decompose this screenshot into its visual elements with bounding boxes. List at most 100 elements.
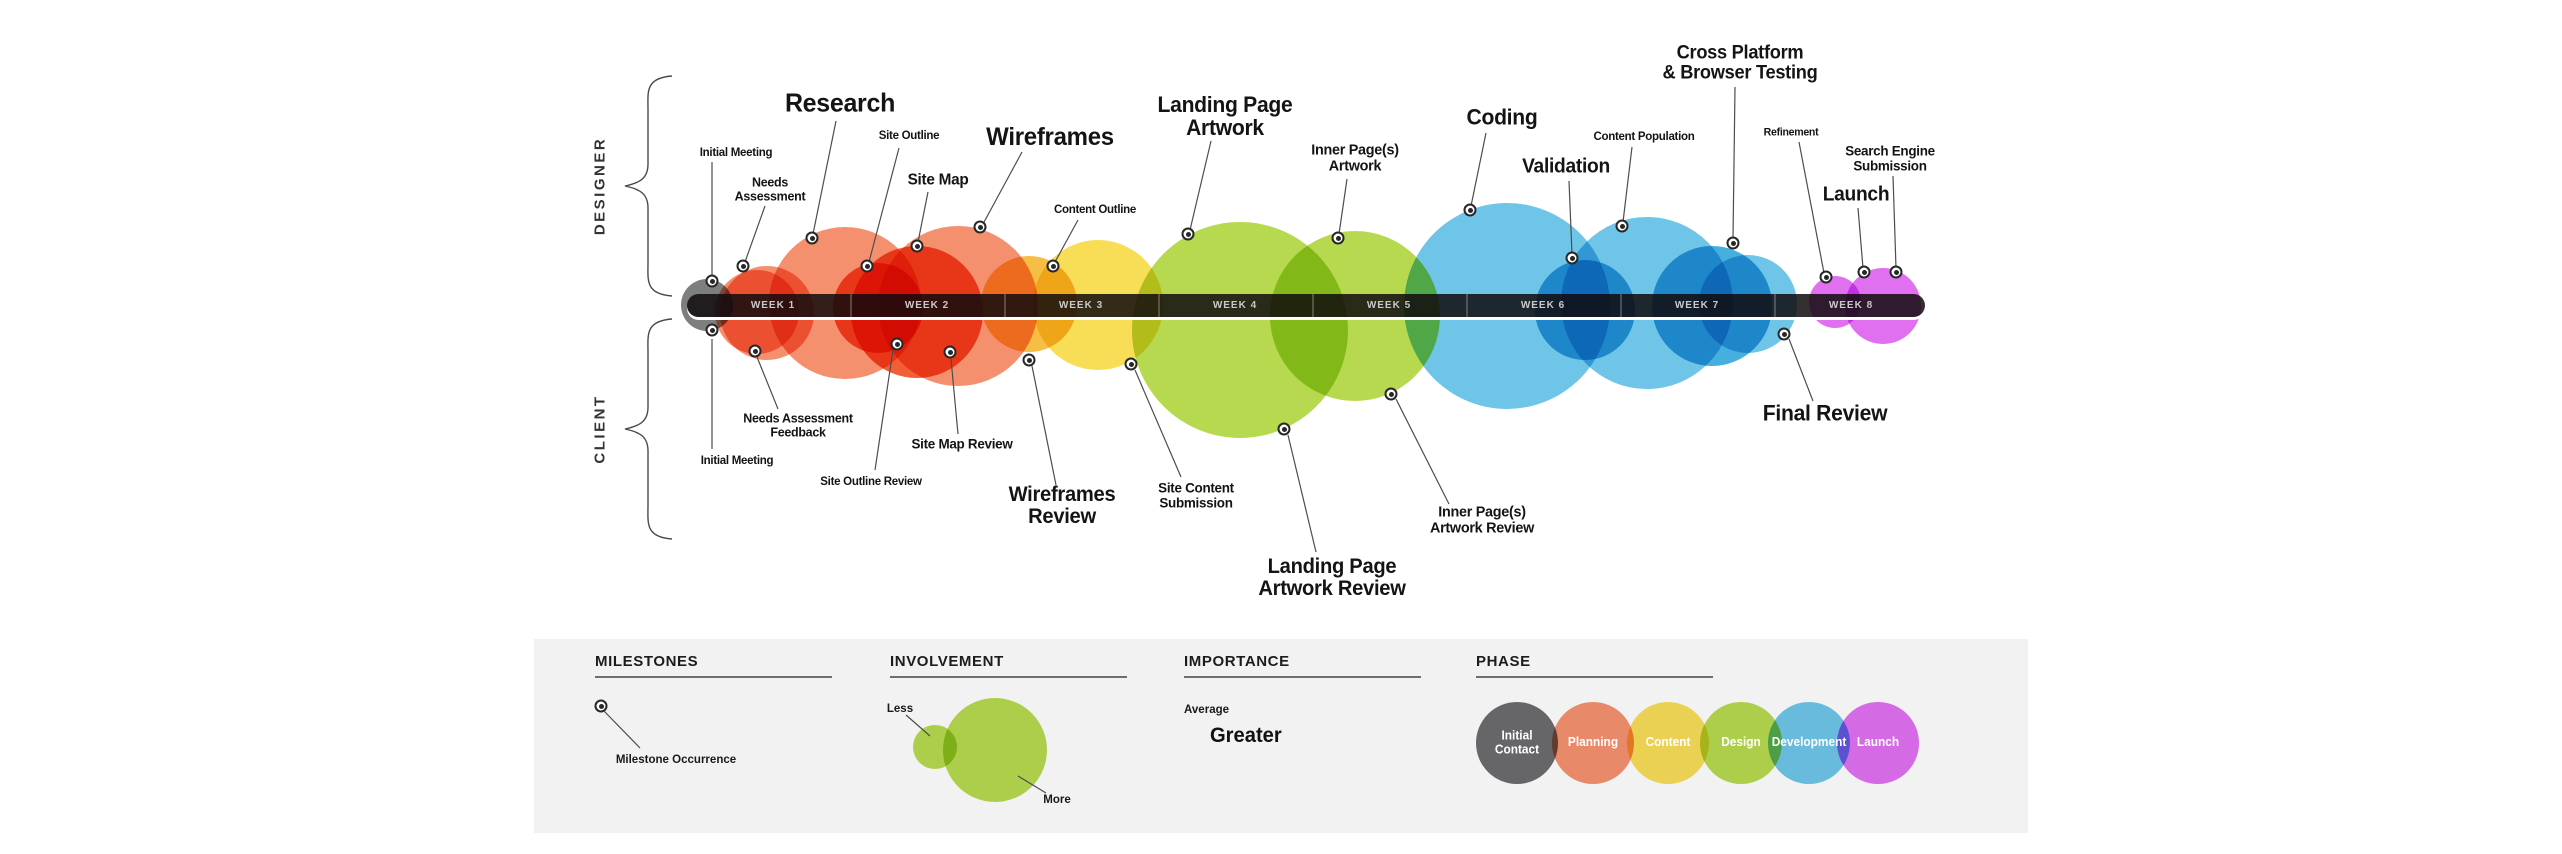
phase-circle-content [1627,702,1709,784]
week-separator [1158,294,1160,317]
milestone-label-site-outline: Site Outline [878,127,940,142]
phase-label-development: Development [1771,735,1847,750]
leader-wireframes-review [1031,365,1057,486]
milestone-dot-wireframes [973,220,987,234]
milestone-dot-initial-meeting-client [705,323,719,337]
involvement-more-label: More [1043,792,1071,806]
milestone-label-launch: Launch [1822,183,1890,206]
milestone-label-inner-pages-artwork-review: Inner Page(s)Artwork Review [1429,503,1535,536]
milestone-dot-wireframes-review [1022,353,1036,367]
phase-circle-initial-contact [1476,702,1558,784]
client-lane-label: CLIENT [591,394,609,464]
involvement-circle-more [943,698,1047,802]
milestone-dot-needs-assessment-feedback [748,344,762,358]
milestone-label-final-review: Final Review [1762,400,1888,426]
week-separator [1620,294,1622,317]
milestone-dot-inner-pages-artwork-review [1384,387,1398,401]
milestone-label-initial-meeting-client: Initial Meeting [700,452,774,467]
phase-circle-development [1768,702,1850,784]
milestone-label-validation: Validation [1522,155,1610,178]
leader-cross-platform-testing [1732,86,1736,240]
leader-needs-assessment-feedback [756,356,779,410]
leader-coding [1470,132,1487,207]
milestone-label-cross-platform-testing: Cross Platform& Browser Testing [1662,42,1818,83]
milestone-dot-coding [1463,203,1477,217]
milestone-dot-cross-platform-testing [1726,236,1740,250]
legend-panel: MILESTONES Milestone Occurrence INVOLVEM… [534,639,2028,833]
leader-research [812,120,837,235]
brace-designer [624,75,673,297]
involvement-less-label: Less [886,701,914,715]
week-label-2: WEEK 2 [904,300,950,311]
leader-landing-page-artwork [1189,140,1212,231]
legend-importance-underline [1184,676,1421,678]
legend-milestones-underline [595,676,832,678]
phase-label-planning: Planning [1567,735,1619,750]
legend-milestone-dot [594,699,608,713]
leader-needs-assessment [744,205,766,263]
milestone-dot-inner-pages-artwork [1331,231,1345,245]
milestone-label-wireframes: Wireframes [986,123,1114,151]
leader-search-engine-submission [1892,175,1897,269]
week-label-8: WEEK 8 [1828,300,1874,311]
phase-label-design: Design [1721,735,1761,750]
week-label-3: WEEK 3 [1058,300,1104,311]
importance-average-label: Average [1184,702,1230,716]
leader-wireframes [982,151,1023,225]
milestone-label-site-map: Site Map [907,171,969,189]
milestone-label-initial-meeting: Initial Meeting [699,144,773,159]
importance-greater-label: Greater [1210,724,1282,747]
week-label-6: WEEK 6 [1520,300,1566,311]
milestone-dot-site-outline [860,259,874,273]
week-separator [1004,294,1006,317]
legend-phase-underline [1476,676,1713,678]
week-separator [1466,294,1468,317]
brace-client [624,318,673,540]
milestone-label-content-outline: Content Outline [1053,201,1137,216]
legend-phase-header: PHASE [1476,653,1531,670]
milestone-label-site-map-review: Site Map Review [911,435,1013,452]
leader-refinement [1798,141,1825,274]
leader-final-review [1788,338,1814,402]
phase-circle-planning [1552,702,1634,784]
milestone-dot-site-map-review [943,345,957,359]
milestone-dot-site-content-submission [1124,357,1138,371]
milestone-label-research: Research [784,87,896,118]
milestone-dot-content-population [1615,219,1629,233]
milestone-label-site-outline-review: Site Outline Review [820,473,922,488]
designer-lane-label: DESIGNER [591,136,609,236]
phase-circle-launch [1837,702,1919,784]
leader-inner-pages-artwork [1338,178,1348,235]
timeline-bar [687,294,1925,317]
legend-milestones-header: MILESTONES [595,653,699,670]
milestone-dot-landing-page-artwork-review [1277,422,1291,436]
milestone-dot-final-review [1777,327,1791,341]
week-label-1: WEEK 1 [750,300,796,311]
milestone-label-refinement: Refinement [1763,126,1819,139]
leader-content-population [1622,146,1633,223]
week-separator [1312,294,1314,317]
milestone-occurrence-label: Milestone Occurrence [615,752,737,766]
milestone-dot-content-outline [1046,259,1060,273]
milestone-dot-needs-assessment [736,259,750,273]
phase-label-launch: Launch [1856,735,1900,750]
week-separator [1774,294,1776,317]
milestone-dot-initial-meeting [705,274,719,288]
week-label-7: WEEK 7 [1674,300,1720,311]
milestone-dot-refinement [1819,270,1833,284]
milestone-dot-launch [1857,265,1871,279]
milestone-dot-site-outline-review [890,337,904,351]
milestone-dot-research [805,231,819,245]
leader-landing-page-artwork-review [1287,434,1317,553]
milestone-dot-validation [1565,251,1579,265]
legend-importance-header: IMPORTANCE [1184,653,1290,670]
week-label-4: WEEK 4 [1212,300,1258,311]
